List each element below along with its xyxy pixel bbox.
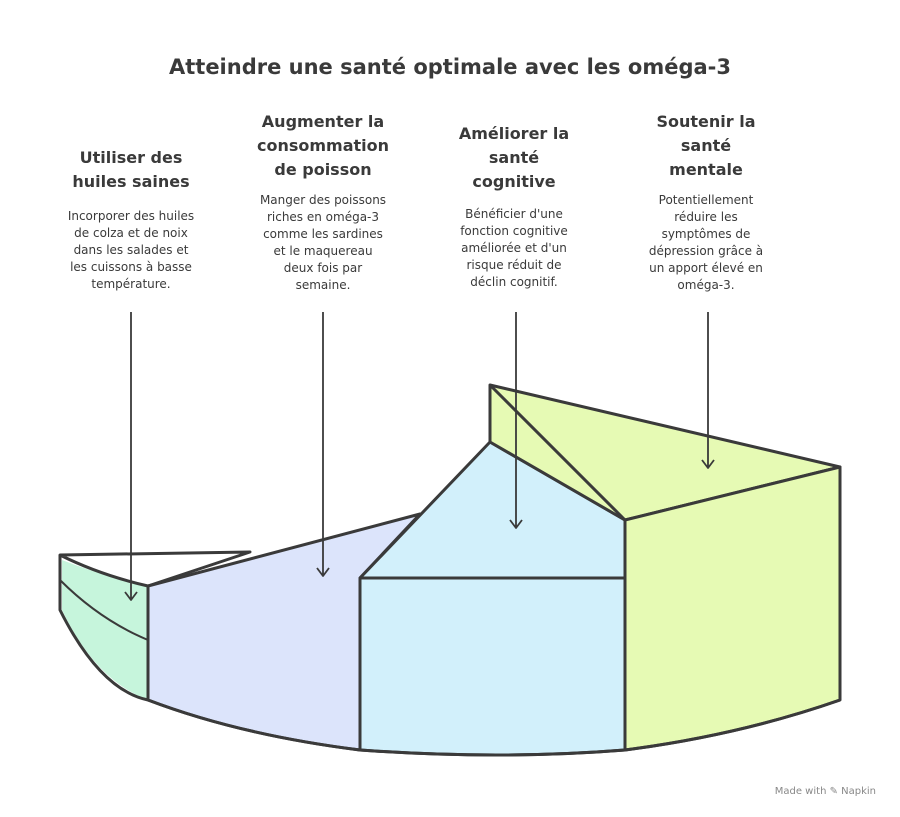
segment-mental-edge	[488, 383, 627, 522]
arrows	[124, 312, 715, 601]
arrow-down-icon	[509, 312, 523, 529]
napkin-credit[interactable]: Made with ✎ Napkin	[774, 786, 876, 797]
diagram-title: Atteindre une santé optimale avec les om…	[168, 55, 732, 79]
base-inner-curve	[59, 579, 149, 641]
arrow-down-icon	[316, 312, 330, 577]
base-outline	[58, 555, 841, 757]
arrow-down-icon	[124, 312, 138, 601]
arrow-down-icon	[701, 312, 715, 469]
